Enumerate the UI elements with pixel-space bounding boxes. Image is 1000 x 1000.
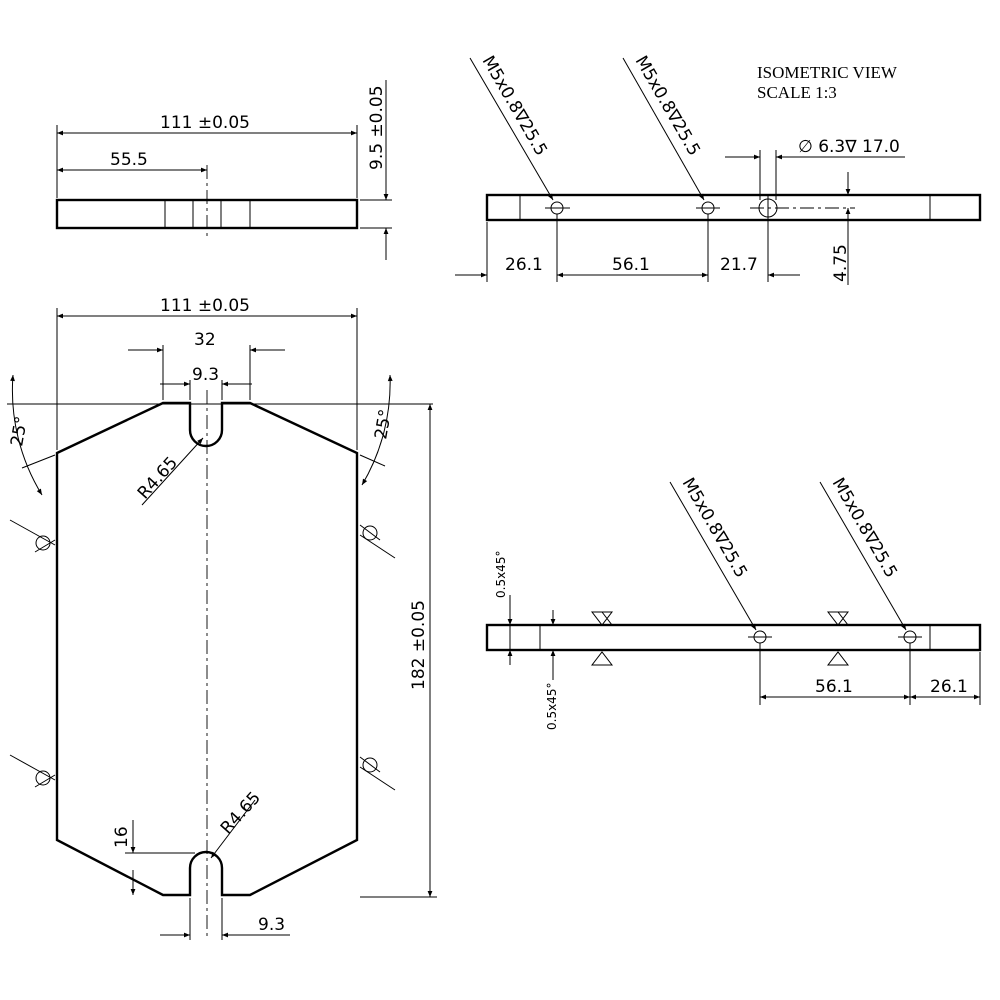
thickness-dim: 9.5 ±0.05 [367, 85, 387, 170]
top-hole-callout-1: M5x0.8∇25.5 [478, 53, 551, 160]
front-dim-2: 26.1 [930, 677, 968, 697]
radius-bottom: R4.65 [217, 788, 265, 838]
flat-width-dim: 32 [194, 330, 216, 350]
datum-symbol [826, 651, 850, 666]
surface-symbol [9, 754, 56, 788]
slot-width-top-dim: 9.3 [192, 365, 219, 385]
side-half-width-dim: 55.5 [110, 150, 148, 170]
front-hole-callout-2: M5x0.8∇25.5 [828, 475, 901, 582]
radius-top: R4.65 [134, 453, 182, 503]
top-view: M5x0.8∇25.5 M5x0.8∇25.5 ∅ 6.3∇ 17.0 26.1… [455, 53, 982, 285]
front-view: M5x0.8∇25.5 M5x0.8∇25.5 0.5x45° 0.5x45° … [485, 475, 982, 730]
top-hole-callout-2: M5x0.8∇25.5 [631, 53, 704, 160]
front-dim-1: 56.1 [815, 677, 853, 697]
slot-depth-dim: 16 [112, 826, 132, 848]
datum-symbol [590, 611, 614, 626]
surface-symbol [359, 524, 396, 559]
slot-width-bottom-dim: 9.3 [258, 915, 285, 935]
side-width-dim: 111 ±0.05 [160, 113, 250, 133]
angle-right: 25° [371, 408, 396, 441]
view-scale: SCALE 1:3 [757, 83, 837, 102]
top-dim-3: 21.7 [720, 255, 758, 275]
chamfer-top: 0.5x45° [494, 551, 508, 598]
datum-symbol [826, 611, 850, 626]
angle-left: 25° [7, 415, 32, 448]
top-dim-1: 26.1 [505, 255, 543, 275]
chamfer-bottom: 0.5x45° [545, 683, 559, 730]
front-hole-callout-1: M5x0.8∇25.5 [678, 475, 751, 582]
datum-symbol [590, 651, 614, 666]
view-title: ISOMETRIC VIEW [757, 63, 898, 82]
plate-view: 111 ±0.05 32 9.3 25° 25° R4.65 R4.65 182… [7, 296, 437, 940]
surface-symbol [359, 756, 396, 791]
plate-width-dim: 111 ±0.05 [160, 296, 250, 316]
side-view: 111 ±0.05 55.5 9.5 ±0.05 [55, 80, 392, 260]
surface-symbol [9, 519, 56, 553]
top-dim-2: 56.1 [612, 255, 650, 275]
plate-height-dim: 182 ±0.05 [409, 600, 429, 690]
top-dim-4: 4.75 [831, 244, 851, 282]
bore-callout: ∅ 6.3∇ 17.0 [798, 137, 900, 157]
